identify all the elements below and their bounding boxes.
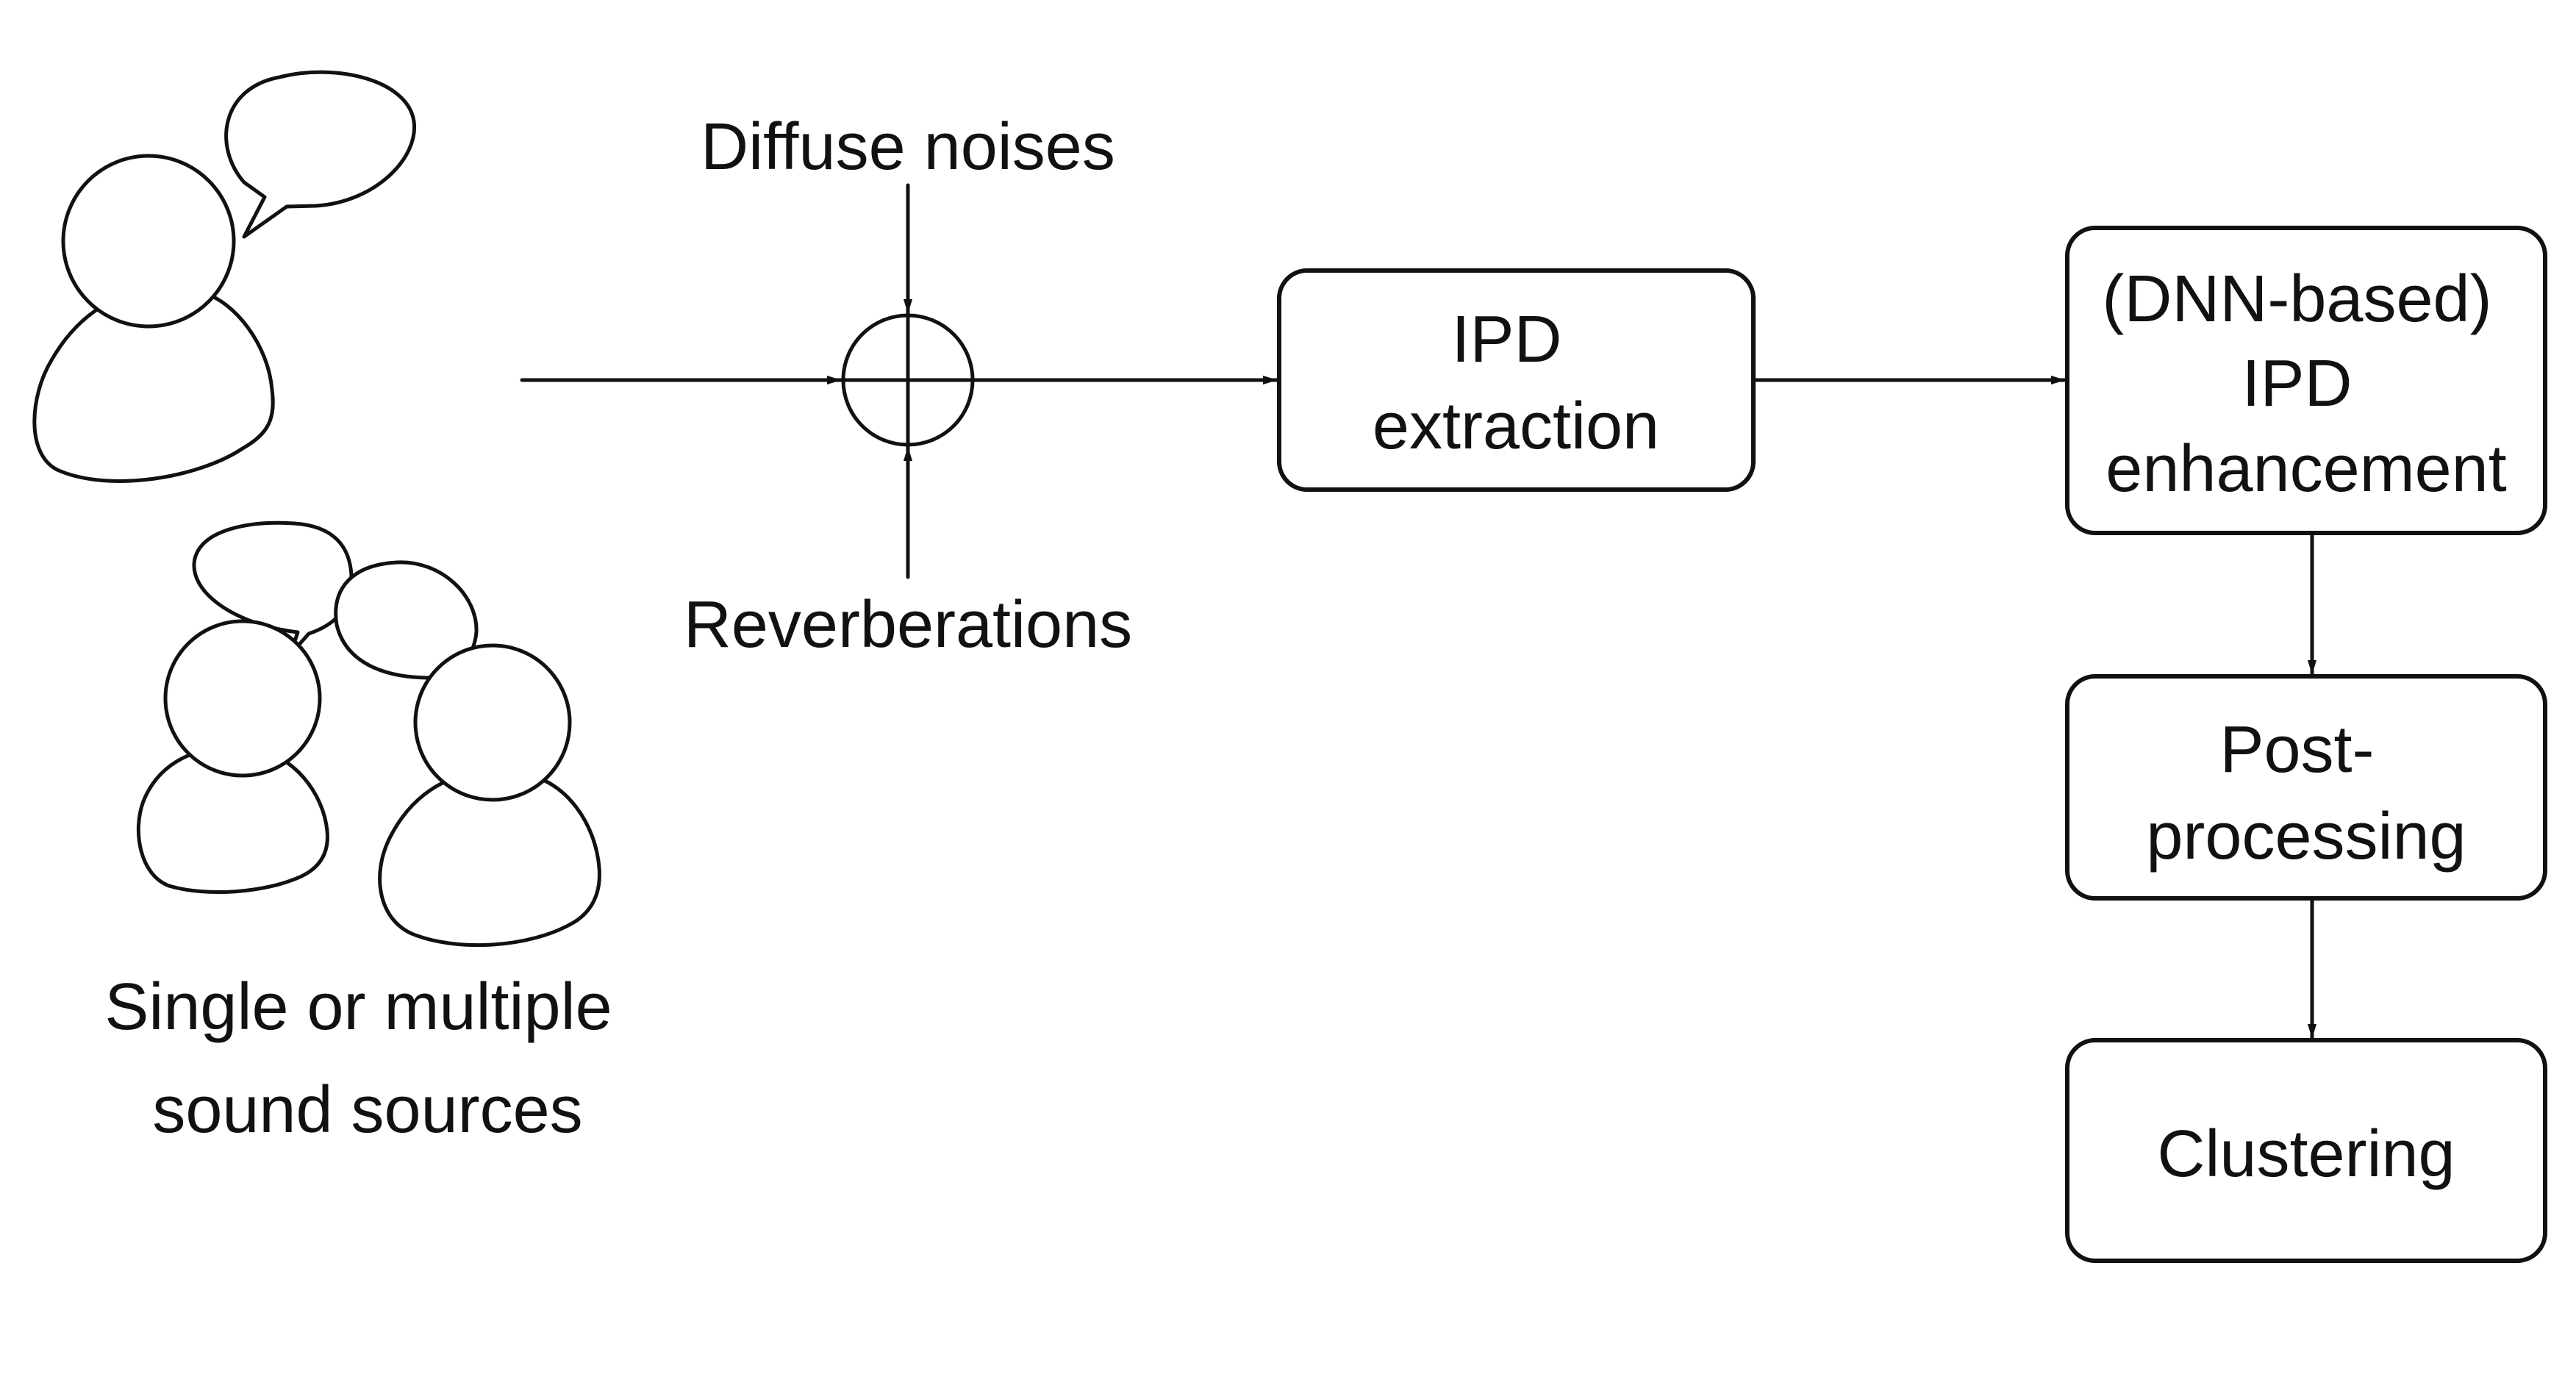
sources-label-line-1: Single or multiple	[104, 970, 612, 1044]
ipd-extraction-block: IPD extraction	[1277, 268, 1756, 492]
diffuse-noises-label: Diffuse noises	[701, 110, 1115, 184]
sources-label: Single or multiple sound sources	[104, 970, 630, 1147]
person-small-head-icon	[163, 619, 322, 778]
ipd-extraction-label: IPD extraction	[1373, 303, 1659, 463]
person-large-head-icon	[413, 643, 572, 802]
post-processing-line-2: processing	[2146, 800, 2466, 873]
ipd-enhancement-line-3: enhancement	[2105, 432, 2506, 506]
reverberations-label: Reverberations	[684, 588, 1132, 662]
person-body-icon	[32, 290, 275, 483]
sources-label-line-2: sound sources	[152, 1073, 582, 1147]
summing-junction-icon	[841, 313, 975, 447]
speech-bubble-icon	[224, 70, 417, 239]
ipd-enhancement-block: (DNN-based) IPD enhancement	[2065, 226, 2547, 535]
post-processing-label: Post- processing	[2146, 713, 2466, 873]
clustering-block: Clustering	[2065, 1038, 2547, 1263]
ipd-extraction-line-1: IPD	[1451, 303, 1561, 376]
person-head-icon	[61, 154, 236, 329]
ipd-extraction-line-2: extraction	[1373, 390, 1659, 463]
post-processing-line-1: Post-	[2219, 713, 2374, 787]
clustering-label: Clustering	[2157, 1117, 2455, 1191]
post-processing-block: Post- processing	[2065, 674, 2547, 901]
ipd-enhancement-label: (DNN-based) IPD enhancement	[2102, 262, 2510, 506]
ipd-enhancement-line-1: (DNN-based)	[2102, 262, 2491, 336]
conversation-icon	[136, 520, 601, 948]
person-speaking-icon	[32, 70, 417, 483]
person-small-body-icon	[136, 746, 329, 895]
ipd-enhancement-line-2: IPD	[2242, 347, 2352, 420]
person-large-body-icon	[378, 773, 601, 948]
